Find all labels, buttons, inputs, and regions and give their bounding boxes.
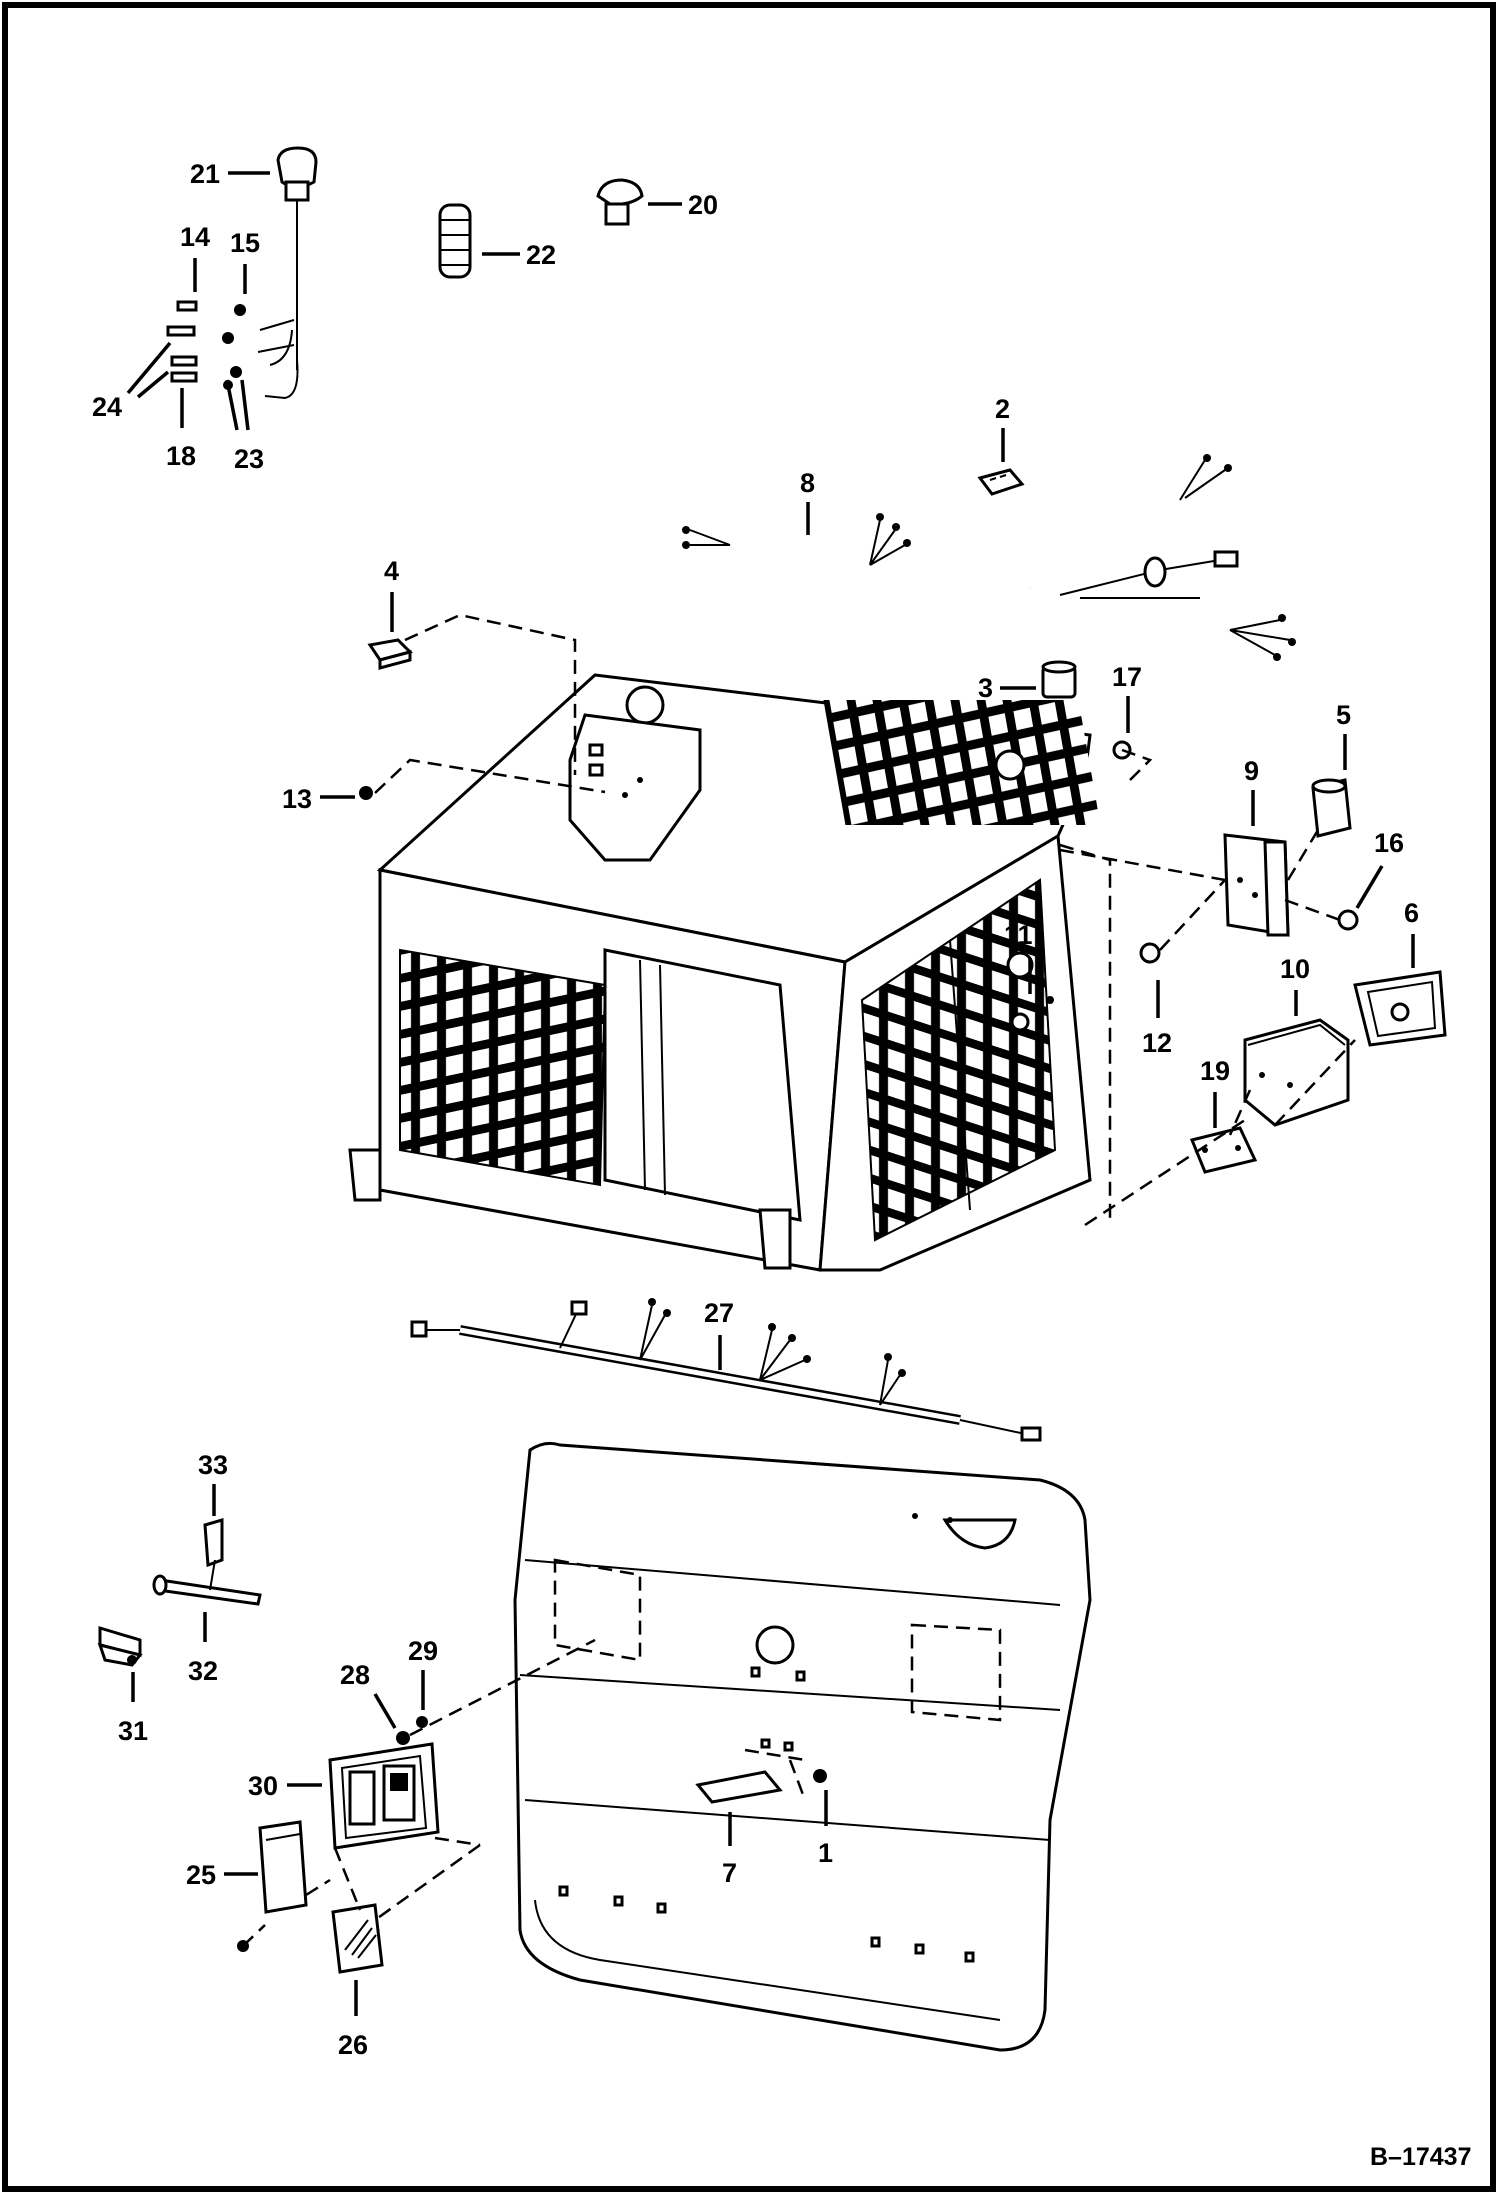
callout-33: 33 [198, 1450, 228, 1480]
callout-6: 6 [1404, 898, 1419, 928]
callout-4: 4 [384, 556, 399, 586]
decal-part-7 [695, 1770, 783, 1804]
wiring-harness-part-27 [410, 1298, 1042, 1442]
callout-26: 26 [338, 2030, 368, 2060]
cab-frame [348, 673, 1101, 1272]
bolt-part-12 [1139, 942, 1161, 964]
gasket-part-19 [1189, 1126, 1258, 1174]
callout-9: 9 [1244, 756, 1259, 786]
callout-23: 23 [234, 444, 264, 474]
bolt-part-16 [1337, 909, 1359, 931]
fastener-part-1 [813, 1769, 827, 1783]
callout-21: 21 [190, 159, 220, 189]
callout-28: 28 [340, 1660, 370, 1690]
reference-code: B–17437 [1370, 2143, 1471, 2171]
callout-10: 10 [1280, 954, 1310, 984]
sleeve-part-22 [438, 203, 472, 279]
callout-3: 3 [978, 673, 993, 703]
connector-part-2 [977, 468, 1025, 496]
callout-29: 29 [408, 1636, 438, 1666]
wiring-harness-part-8 [682, 454, 1296, 661]
callout-15: 15 [230, 228, 260, 258]
light-part-5 [1311, 778, 1352, 838]
assembly-dashed-lines-upper [374, 613, 1356, 1227]
assembly-dashed-lines-lower [242, 1638, 596, 1947]
washer-part-28 [396, 1731, 410, 1745]
switch-part-4 [367, 638, 413, 670]
fastener-part-13 [359, 786, 373, 800]
callout-5: 5 [1336, 700, 1351, 730]
callout-16: 16 [1374, 828, 1404, 858]
callout-27: 27 [704, 1298, 734, 1328]
bracket-part-9 [1223, 833, 1290, 937]
callout-8: 8 [800, 468, 815, 498]
nut-part-29 [416, 1716, 428, 1728]
rear-panel [513, 1441, 1092, 2052]
callout-20: 20 [688, 190, 718, 220]
callout-19: 19 [1200, 1056, 1230, 1086]
pin-part-32 [152, 1559, 262, 1606]
callout-32: 32 [188, 1656, 218, 1686]
callout-30: 30 [248, 1771, 278, 1801]
relay-part-3 [1041, 660, 1077, 699]
callout-14: 14 [180, 222, 210, 252]
callout-labels: 21 20 22 14 15 24 18 23 2 8 4 3 [92, 159, 1419, 2060]
bracket-part-33 [203, 1517, 224, 1568]
callout-1: 1 [818, 1838, 833, 1868]
callout-31: 31 [118, 1716, 148, 1746]
lens-part-6 [1353, 970, 1447, 1047]
callout-17: 17 [1112, 662, 1142, 692]
callout-24: 24 [92, 392, 122, 422]
lens-part-26 [331, 1903, 384, 1974]
switch-part-25 [258, 1820, 308, 1914]
callout-22: 22 [526, 240, 556, 270]
switch-bezel-part-30 [328, 1742, 440, 1850]
callout-11: 11 [1004, 920, 1033, 950]
cap-part-20 [596, 178, 644, 226]
callout-2: 2 [995, 394, 1010, 424]
callout-12: 12 [1142, 1028, 1172, 1058]
callout-25: 25 [186, 1860, 216, 1890]
beacon-light-assembly [166, 146, 318, 400]
lamp-housing-part-10 [1243, 1018, 1350, 1127]
callout-7: 7 [722, 1858, 737, 1888]
callout-18: 18 [166, 441, 196, 471]
bolt-part-11 [1010, 996, 1054, 1032]
bracket-part-31 [97, 1625, 143, 1667]
assembly-dashed-lines-panel [744, 1748, 807, 1801]
callout-13: 13 [282, 784, 312, 814]
